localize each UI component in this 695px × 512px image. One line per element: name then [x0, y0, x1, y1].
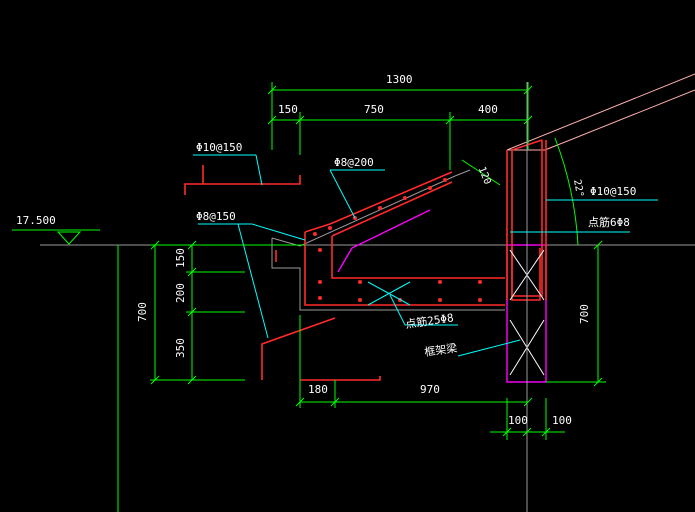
slab-thickness-dim	[461, 159, 501, 186]
top-left-hook-rebar	[184, 154, 301, 195]
right-vertical-dim	[546, 240, 606, 387]
label-rebar-right-top: Φ10@150	[590, 185, 636, 198]
label-rebar-top-left: Φ10@150	[196, 141, 242, 154]
left-vertical-dims	[117, 240, 305, 512]
dim-top-total: 1300	[386, 73, 413, 86]
dim-left-350: 350	[174, 338, 187, 358]
bottom-dimension-chain	[295, 315, 565, 440]
slab-outline	[271, 169, 505, 311]
dim-left-total: 700	[136, 302, 149, 322]
leader-slope	[329, 169, 356, 219]
dim-top-mid: 750	[364, 103, 384, 116]
angle-arc	[554, 137, 579, 246]
label-rebar-bottom: 点筋25Φ8	[404, 310, 454, 331]
leader-left-mid	[198, 223, 306, 339]
label-frame-beam: 框架梁	[423, 341, 458, 359]
dim-slab-thick: 120	[476, 165, 493, 186]
magenta-diagonal-bar	[337, 209, 431, 273]
top-dimension-chain	[267, 82, 533, 170]
dim-bottom-100a: 100	[508, 414, 528, 427]
dim-bottom-180: 180	[308, 383, 328, 396]
roof-outline	[506, 73, 695, 151]
dim-bottom-100b: 100	[552, 414, 572, 427]
rebar-dots	[313, 178, 482, 302]
leader-right	[510, 199, 658, 233]
lower-left-rebar	[261, 317, 381, 381]
ground-line	[12, 229, 695, 246]
label-rebar-right-dist: 点筋6Φ8	[588, 215, 630, 229]
dim-left-150: 150	[174, 248, 187, 268]
dim-angle: 22°	[571, 179, 585, 199]
dim-left-200: 200	[174, 283, 187, 303]
dim-top-right: 400	[478, 103, 498, 116]
dim-right-total: 700	[578, 304, 591, 324]
elevation-label: 17.500	[16, 214, 56, 227]
dim-bottom-970: 970	[420, 383, 440, 396]
label-rebar-slope: Φ8@200	[334, 156, 374, 169]
label-rebar-left-mid: Φ8@150	[196, 210, 236, 223]
leader-frame-beam	[457, 339, 521, 357]
sloped-rebar	[275, 171, 505, 306]
dim-top-left: 150	[278, 103, 298, 116]
leader-bottom	[367, 281, 458, 326]
